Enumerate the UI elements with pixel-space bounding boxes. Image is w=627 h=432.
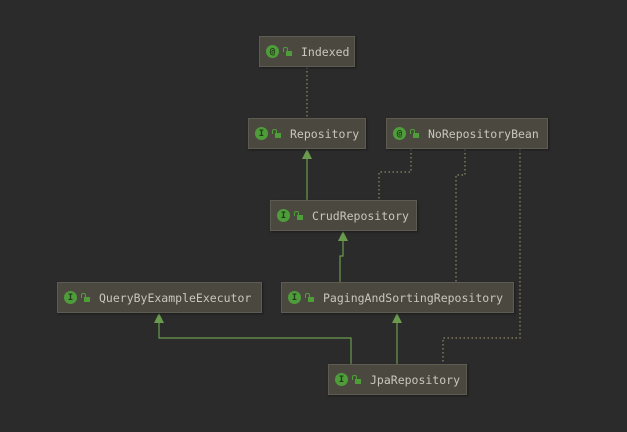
node-label: QueryByExampleExecutor [99,290,252,305]
node-label: Indexed [301,44,350,59]
arrowhead-icon [302,149,312,159]
annotation-icon: @ [393,127,406,140]
lock-open-icon [305,293,314,302]
interface-icon: I [277,209,290,222]
node-label: NoRepositoryBean [428,126,539,141]
interface-icon: I [64,291,77,304]
edge-norepositorybean-paging [455,149,466,282]
edge-paging-extends-crud [339,240,344,282]
edge-norepositorybean-crud [378,149,412,200]
lock-open-icon [283,47,292,56]
node-label: JpaRepository [370,372,461,387]
node-label: CrudRepository [312,208,409,223]
annotation-icon: @ [266,45,279,58]
edge-norepositorybean-jpa [442,149,521,364]
arrowhead-icon [154,313,164,323]
arrowhead-icon [338,231,348,241]
node-indexed[interactable]: @ Indexed [259,36,355,67]
node-label: Repository [290,126,360,141]
node-crud-repository[interactable]: I CrudRepository [270,200,417,231]
lock-open-icon [272,129,281,138]
node-paging-and-sorting-repository[interactable]: I PagingAndSortingRepository [281,282,514,313]
node-label: PagingAndSortingRepository [323,290,504,305]
lock-open-icon [410,129,419,138]
interface-icon: I [288,291,301,304]
node-jpa-repository[interactable]: I JpaRepository [328,364,467,395]
interface-icon: I [335,373,348,386]
edge-jpa-extends-query [158,322,352,364]
node-no-repository-bean[interactable]: @ NoRepositoryBean [386,118,548,149]
node-query-by-example-executor[interactable]: I QueryByExampleExecutor [57,282,262,313]
lock-open-icon [294,211,303,220]
interface-icon: I [255,127,268,140]
lock-open-icon [81,293,90,302]
arrowhead-icon [392,313,402,323]
node-repository[interactable]: I Repository [248,118,366,149]
lock-open-icon [352,375,361,384]
